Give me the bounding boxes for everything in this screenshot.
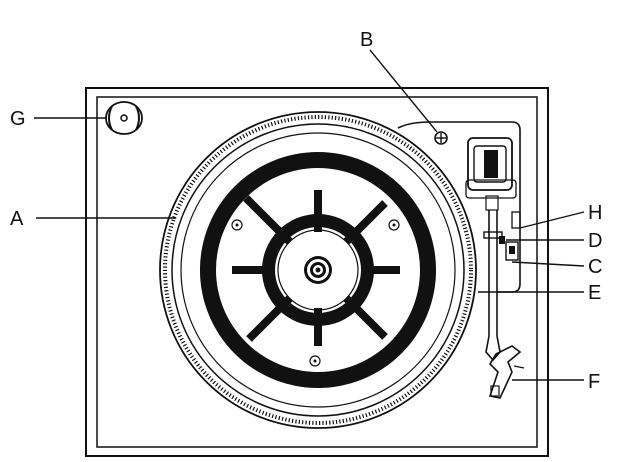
headshell [488,345,525,399]
callout-b: B [360,29,373,51]
plinth [85,87,549,457]
platter-rim-outer [159,111,477,429]
screw-icon [434,131,448,145]
plinth-outer-frame [85,87,549,457]
platter [159,111,477,429]
tonearm [465,137,525,399]
platter-knurled-edge [163,115,473,425]
callout-d: D [588,230,602,252]
tonearm-base-plate [397,121,521,293]
platter-mat-top [180,132,456,408]
callout-g: G [10,108,26,130]
callout-e: E [588,282,601,304]
callout-c: C [588,256,602,278]
callout-f: F [588,371,600,393]
leader-lines [34,49,585,381]
plinth-inner-frame [96,96,538,448]
tonearm-bend [485,335,501,362]
arm-rest [483,211,521,261]
spindle-icon [304,256,332,284]
tonearm-pivot-housing [467,137,513,191]
platter-rim-inner [171,123,465,417]
speed-knob-icon [105,101,143,135]
callout-h: H [588,202,602,224]
mat-screw-icon [231,219,400,367]
callout-a: A [10,208,24,230]
